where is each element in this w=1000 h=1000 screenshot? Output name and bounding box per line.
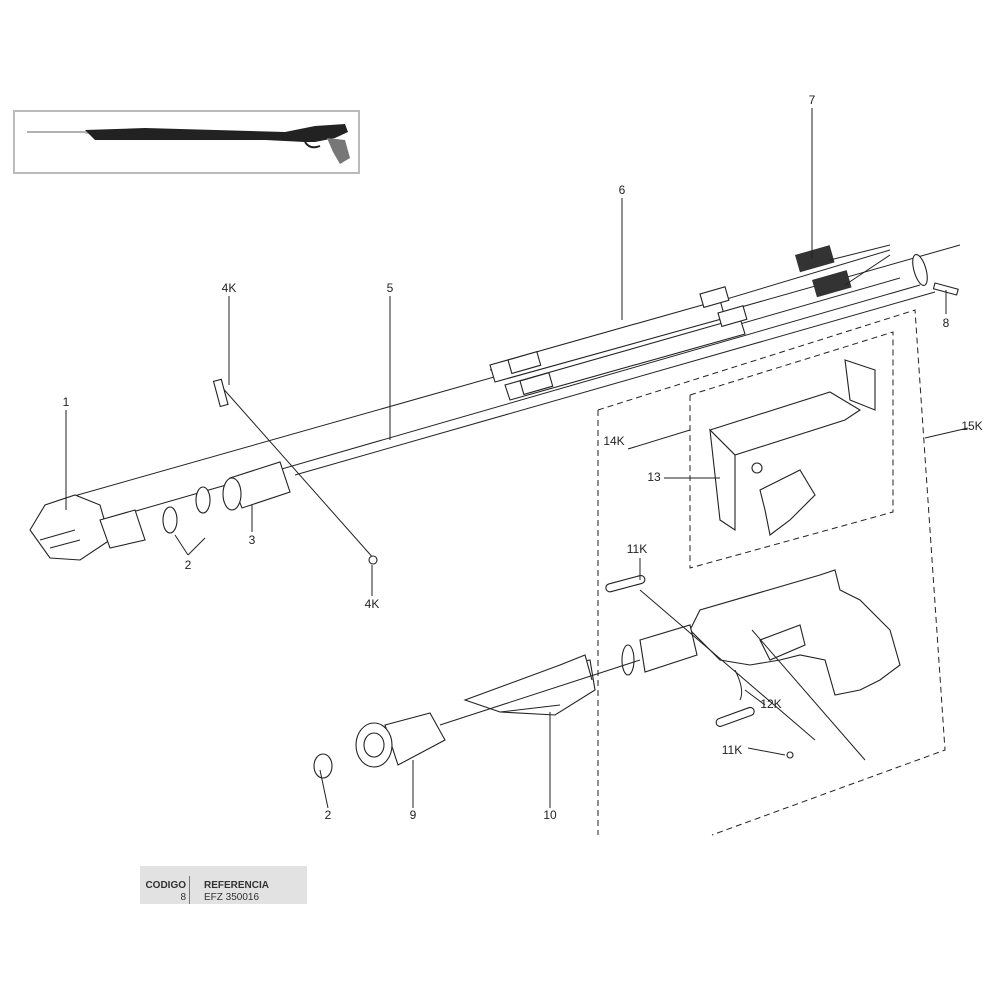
- product-photo-inset: [13, 110, 360, 174]
- callout-2: 2: [185, 558, 192, 572]
- callout-12k: 12K: [760, 697, 781, 711]
- codigo-value: 8: [180, 892, 186, 903]
- callout-4k: 4K: [222, 281, 237, 295]
- pin-part-4k: [219, 384, 376, 561]
- barrel-part-5: [59, 244, 961, 531]
- muzzle-head-part-1: [29, 494, 146, 561]
- group-15k-outline: [597, 309, 946, 836]
- reference-table: CODIGO 8 REFERENCIA EFZ 350016: [140, 866, 307, 904]
- handle-assembly: [621, 569, 901, 701]
- callout-14k: 14K: [603, 434, 624, 448]
- callout-11k: 11K: [722, 743, 742, 757]
- callout-10: 10: [543, 808, 557, 822]
- referencia-header: REFERENCIA: [204, 880, 270, 891]
- o-ring-part-2: [195, 486, 211, 514]
- callout-2: 2: [325, 808, 332, 822]
- callout-5: 5: [387, 281, 394, 295]
- callout-9: 9: [410, 808, 417, 822]
- sleeve-part-3: [222, 461, 291, 511]
- wishbone-part-7: [794, 244, 891, 298]
- axle-part-12k: [639, 589, 816, 741]
- pin-part-11k: [715, 706, 755, 727]
- end-cap-part-9: [355, 712, 446, 768]
- pin-part-11k: [605, 574, 646, 593]
- callout-6: 6: [619, 183, 626, 197]
- callout-13: 13: [647, 470, 661, 484]
- callout-15k: 15K: [961, 419, 982, 433]
- pin-part-8: [932, 282, 959, 296]
- callout-11k: 11K: [627, 542, 647, 556]
- callout-3: 3: [249, 533, 256, 547]
- callout-7: 7: [809, 93, 816, 107]
- speargun-photo: [27, 124, 350, 164]
- rubber-part-6: [489, 249, 901, 401]
- trigger-mechanism-part-13: [708, 359, 876, 536]
- codigo-header: CODIGO: [145, 880, 186, 891]
- line-release-part-10: [463, 654, 596, 716]
- referencia-value: EFZ 350016: [204, 892, 260, 903]
- o-ring-part-2: [313, 753, 333, 779]
- callout-8: 8: [943, 316, 950, 330]
- group-14k-outline: [689, 331, 894, 569]
- column-divider: [189, 876, 190, 904]
- o-ring-part-2: [162, 506, 178, 534]
- callout-1: 1: [63, 395, 70, 409]
- callout-4k: 4K: [365, 597, 380, 611]
